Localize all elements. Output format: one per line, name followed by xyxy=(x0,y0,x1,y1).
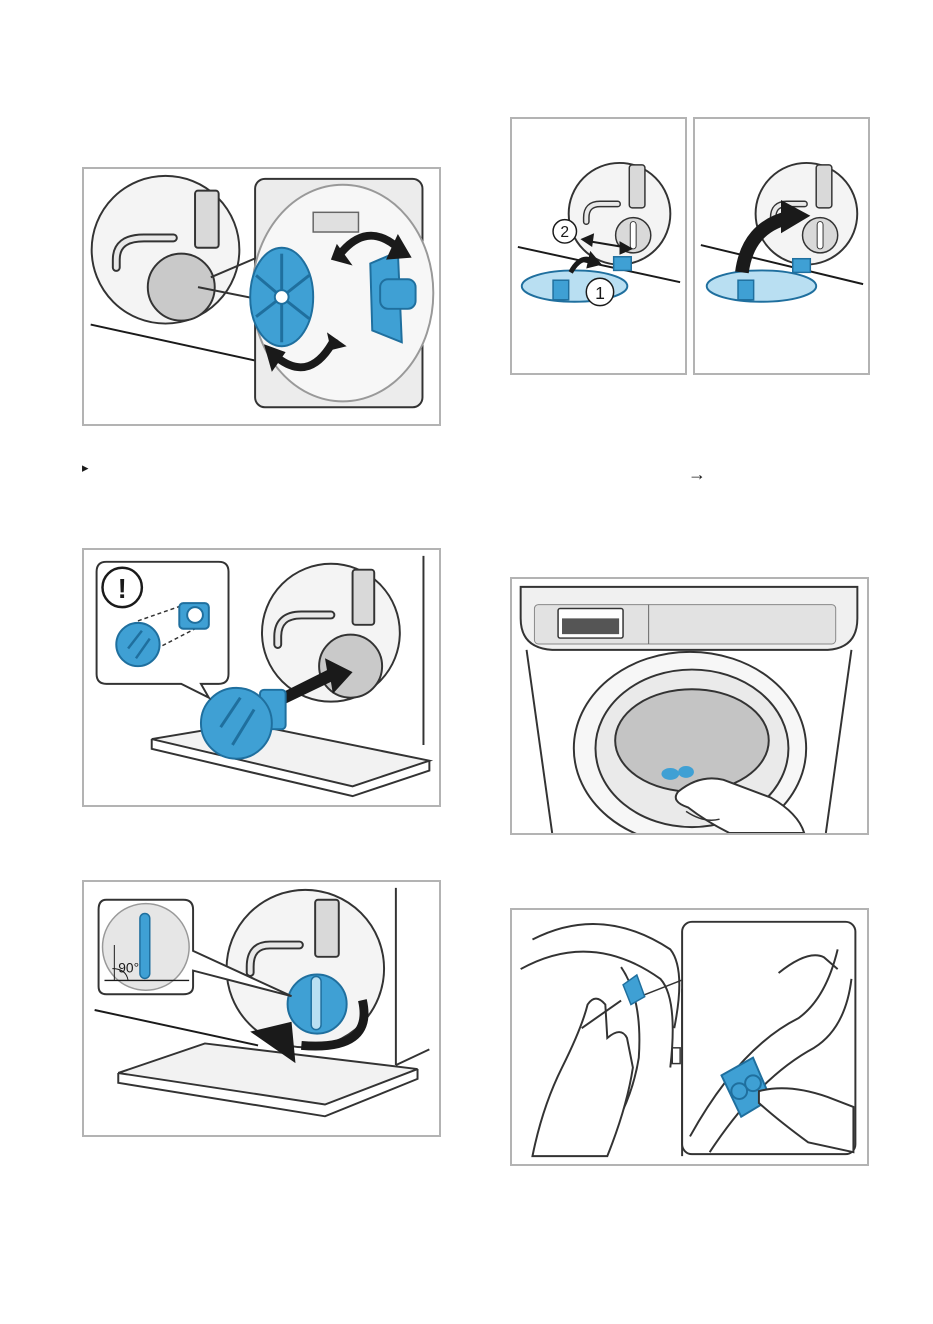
figure-drum-wipe xyxy=(510,577,869,835)
figure-cover-attach: 2 1 xyxy=(510,117,687,375)
step-label-2: 2 xyxy=(560,224,569,241)
figure-filter-insert: ! xyxy=(82,548,441,807)
figure-filter-tighten: 90° xyxy=(82,880,441,1137)
figure-seal-foreign-object xyxy=(510,908,869,1166)
service-flap-attach-icon: 2 1 xyxy=(512,119,685,373)
drain-pump-filter-insert-icon: ! xyxy=(84,550,439,805)
warning-mark: ! xyxy=(118,573,127,604)
door-seal-remove-object-icon xyxy=(512,910,867,1164)
bullet-marker: ▸ xyxy=(82,460,89,476)
drum-door-seal-wipe-icon xyxy=(512,579,867,833)
drain-pump-filter-rotate-icon xyxy=(84,169,439,424)
result-arrow-marker: → xyxy=(688,466,706,482)
angle-label: 90° xyxy=(118,961,139,976)
step-label-1: 1 xyxy=(595,283,605,303)
service-flap-close-icon xyxy=(695,119,868,373)
figure-cover-close xyxy=(693,117,870,375)
figure-filter-unscrew xyxy=(82,167,441,426)
drain-pump-filter-tighten-icon: 90° xyxy=(84,882,439,1135)
